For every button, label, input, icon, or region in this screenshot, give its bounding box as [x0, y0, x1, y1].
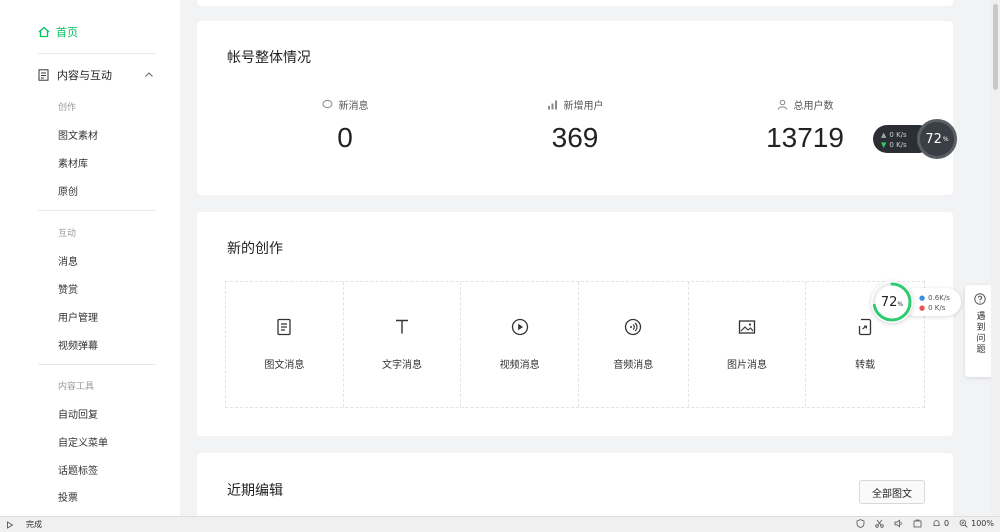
- message-icon: [322, 99, 332, 109]
- recent-title: 近期编辑: [227, 483, 283, 499]
- sidebar: 首页 内容与互动 创作 图文素材 素材库 原创 互动 消息 赞赏 用户管理 视频…: [0, 0, 180, 516]
- speaker-icon[interactable]: [894, 519, 903, 528]
- overview-card: 帐号整体情况 新消息 0 新增用户 369 总用户数 13719: [197, 21, 953, 195]
- audio-icon: [625, 318, 642, 336]
- stat-total-users[interactable]: 总用户数 13719: [685, 97, 925, 154]
- status-bar: 完成 0 100%: [0, 516, 1000, 532]
- stat-label: 总用户数: [793, 101, 834, 112]
- download-arrow-icon: ▼: [881, 141, 887, 149]
- sidebar-item-users[interactable]: 用户管理: [58, 313, 98, 324]
- zoom-control[interactable]: 100%: [959, 519, 994, 528]
- stat-new-users[interactable]: 新增用户 369: [455, 97, 695, 154]
- group-title-interaction: 互动: [58, 229, 77, 239]
- create-label: 转载: [855, 360, 876, 371]
- sidebar-item-library[interactable]: 素材库: [58, 159, 88, 170]
- create-label: 图文消息: [264, 360, 305, 371]
- create-label: 文字消息: [381, 360, 422, 371]
- memory-usage-unit: %: [897, 300, 904, 308]
- feedback-button[interactable]: 遇到问题: [965, 285, 995, 377]
- group-title-create: 创作: [58, 103, 77, 113]
- sidebar-item-messages[interactable]: 消息: [58, 257, 78, 268]
- sidebar-item-vote[interactable]: 投票: [58, 493, 78, 504]
- nav-section-content[interactable]: 内容与互动: [38, 67, 154, 83]
- upload-speed: 0 K/s: [889, 131, 907, 139]
- stat-value: 13719: [766, 122, 844, 153]
- notification-count: 0: [944, 519, 950, 528]
- document-icon: [277, 318, 291, 336]
- create-title: 新的创作: [227, 241, 283, 257]
- sidebar-item-original[interactable]: 原创: [58, 187, 78, 198]
- cpu-usage-value: 72: [925, 131, 942, 147]
- stat-value: 369: [551, 122, 599, 153]
- upload-speed: 0.6K/s: [928, 294, 950, 302]
- create-repost[interactable]: 转载: [806, 282, 924, 407]
- create-video[interactable]: 视频消息: [461, 282, 579, 407]
- notification-badge-group[interactable]: 0: [932, 519, 949, 528]
- user-icon: [777, 99, 787, 110]
- download-speed: 0 K/s: [889, 141, 907, 149]
- chevron-up-icon[interactable]: [144, 70, 154, 80]
- bar-chart-icon: [547, 100, 557, 110]
- sidebar-item-rewards[interactable]: 赞赏: [58, 285, 78, 296]
- create-label: 视频消息: [499, 360, 540, 371]
- sidebar-divider: [38, 210, 156, 211]
- create-image[interactable]: 图片消息: [689, 282, 807, 407]
- stat-value: 0: [337, 122, 353, 153]
- sidebar-item-danmaku[interactable]: 视频弹幕: [58, 341, 98, 352]
- create-text[interactable]: 文字消息: [344, 282, 462, 407]
- cpu-usage-circle: 72%: [917, 119, 957, 159]
- top-card-strip: [197, 0, 953, 6]
- cut-icon[interactable]: [875, 519, 884, 528]
- zoom-level: 100%: [971, 519, 994, 528]
- memory-widget[interactable]: ●0.6K/s ●0 K/s 72%: [871, 281, 961, 323]
- text-icon: [395, 319, 408, 334]
- memory-usage-circle: 72%: [871, 281, 913, 323]
- scrollbar[interactable]: [991, 0, 1000, 516]
- home-icon: [38, 26, 50, 38]
- sidebar-item-custom-menu[interactable]: 自定义菜单: [58, 438, 108, 449]
- bell-icon: [933, 520, 940, 526]
- stat-new-messages[interactable]: 新消息 0: [225, 97, 465, 154]
- network-speed-widget[interactable]: ▲0 K/s ▼0 K/s 72%: [873, 119, 957, 159]
- document-icon: [38, 69, 49, 81]
- image-icon: [738, 320, 756, 334]
- create-label: 音频消息: [613, 360, 654, 371]
- shield-icon[interactable]: [856, 519, 865, 528]
- upload-arrow-icon: ▲: [881, 131, 887, 139]
- upload-dot-icon: ●: [919, 294, 926, 302]
- nav-section-label: 内容与互动: [57, 69, 112, 82]
- download-dot-icon: ●: [919, 304, 926, 312]
- create-card: 新的创作 图文消息 文字消息 视频消息 音频消息 图片消息 转载: [197, 212, 953, 436]
- memory-usage-value: 72: [880, 294, 898, 310]
- cpu-usage-unit: %: [942, 135, 949, 143]
- create-article[interactable]: 图文消息: [226, 282, 344, 407]
- create-audio[interactable]: 音频消息: [579, 282, 689, 407]
- video-icon: [511, 318, 528, 336]
- group-title-tools: 内容工具: [58, 382, 95, 392]
- overview-title: 帐号整体情况: [227, 50, 311, 66]
- zoom-icon: [959, 519, 968, 528]
- window-icon[interactable]: [913, 519, 922, 528]
- download-speed: 0 K/s: [928, 304, 946, 312]
- scrollbar-thumb[interactable]: [993, 4, 998, 90]
- all-articles-button[interactable]: 全部图文: [859, 480, 925, 504]
- stat-label: 新增用户: [563, 101, 604, 112]
- create-grid: 图文消息 文字消息 视频消息 音频消息 图片消息 转载: [225, 281, 925, 408]
- status-text: 完成: [26, 520, 42, 529]
- usage-ring-icon: [872, 282, 912, 322]
- repost-icon: [858, 318, 872, 336]
- nav-home[interactable]: 首页: [38, 24, 78, 40]
- stat-label: 新消息: [338, 101, 369, 112]
- create-label: 图片消息: [726, 360, 767, 371]
- sidebar-item-articles[interactable]: 图文素材: [58, 131, 98, 142]
- nav-home-label: 首页: [56, 26, 78, 39]
- sidebar-divider: [38, 53, 156, 54]
- sidebar-item-topic-tags[interactable]: 话题标签: [58, 466, 98, 477]
- sidebar-item-auto-reply[interactable]: 自动回复: [58, 410, 98, 421]
- sidebar-divider: [38, 364, 156, 365]
- help-icon: [974, 293, 986, 305]
- play-icon[interactable]: [6, 520, 14, 529]
- feedback-label: 遇到问题: [974, 311, 985, 355]
